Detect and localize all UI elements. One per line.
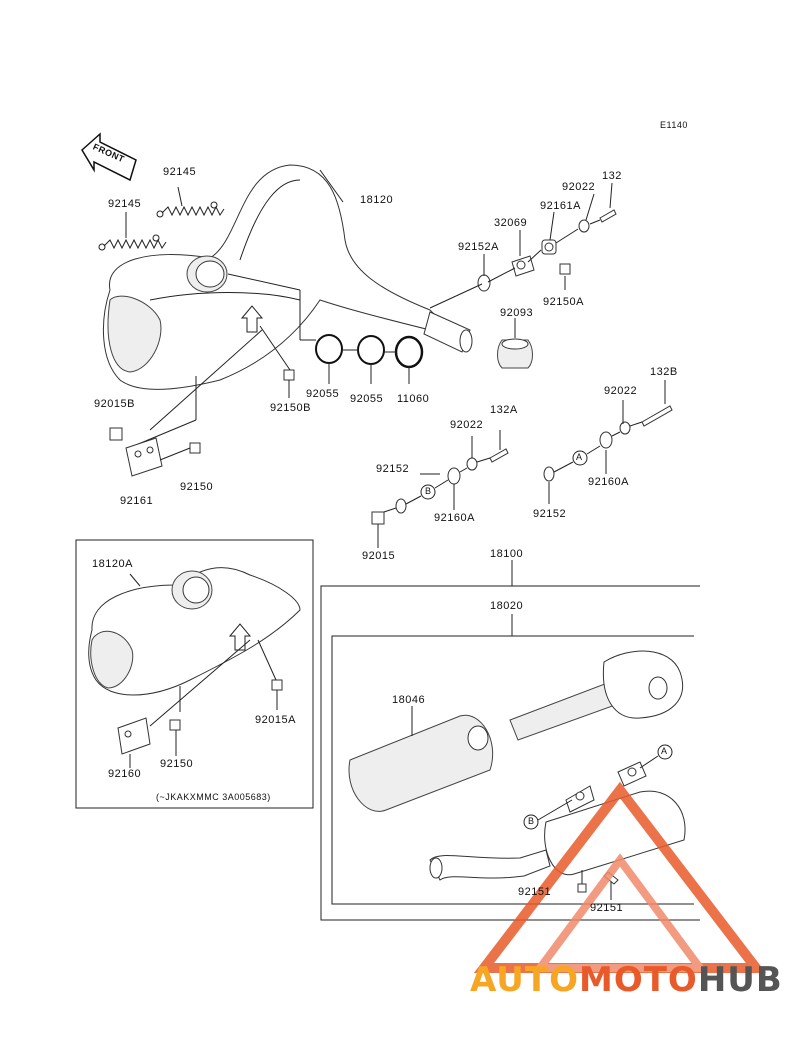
spring-92145-top bbox=[156, 201, 225, 218]
leader-lines-main bbox=[125, 169, 613, 384]
part-11060: 11060 bbox=[397, 393, 430, 405]
lower-bracket-92161 bbox=[109, 325, 295, 477]
part-92152A: 92152A bbox=[458, 241, 499, 253]
watermark-auto: AUTO bbox=[470, 960, 579, 1000]
silencer-body bbox=[429, 744, 686, 900]
part-92015A: 92015A bbox=[255, 714, 296, 726]
part-92093: 92093 bbox=[500, 307, 534, 319]
part-92151-a: 92151 bbox=[518, 886, 552, 898]
part-132: 132 bbox=[602, 170, 622, 182]
part-92152-mid: 92152 bbox=[376, 463, 410, 475]
part-92150-inset: 92150 bbox=[160, 758, 194, 770]
seal-92093 bbox=[497, 338, 533, 369]
part-92161: 92161 bbox=[120, 495, 154, 507]
muffler-box-18020 bbox=[331, 614, 694, 905]
circle-a-muffler bbox=[657, 744, 673, 760]
part-92055-a: 92055 bbox=[306, 388, 340, 400]
part-18020: 18020 bbox=[490, 600, 524, 612]
part-18120A: 18120A bbox=[92, 558, 133, 570]
part-92145-left: 92145 bbox=[108, 198, 142, 210]
part-92151-b: 92151 bbox=[590, 902, 624, 914]
inset-box-early-model bbox=[75, 539, 314, 809]
fastener-set-a bbox=[543, 380, 673, 504]
part-18100: 18100 bbox=[490, 548, 524, 560]
circle-a-marker bbox=[572, 450, 588, 466]
circle-a-label-fastener: A bbox=[576, 452, 583, 462]
part-92150A: 92150A bbox=[543, 296, 584, 308]
part-92160: 92160 bbox=[108, 768, 142, 780]
gasket-11060 bbox=[394, 335, 424, 369]
part-92015: 92015 bbox=[362, 550, 396, 562]
front-arrow bbox=[81, 132, 137, 182]
fastener-set-b bbox=[371, 430, 509, 548]
circle-b-muffler bbox=[523, 814, 539, 830]
part-92055-b: 92055 bbox=[350, 393, 384, 405]
oring-92055-b bbox=[357, 335, 385, 365]
circle-b-label-muffler: B bbox=[528, 816, 535, 826]
muffler-box-18100 bbox=[320, 560, 700, 921]
part-92022-right: 92022 bbox=[604, 385, 638, 397]
silencer-packing-18046 bbox=[348, 706, 494, 812]
inset-note: (~JKAKXMMC 3A005683) bbox=[156, 792, 271, 802]
part-18046: 18046 bbox=[392, 694, 426, 706]
upper-bracket-hardware bbox=[429, 209, 617, 309]
part-92152-right: 92152 bbox=[533, 508, 567, 520]
part-92150-main: 92150 bbox=[180, 481, 214, 493]
watermark-hub: HUB bbox=[697, 960, 783, 1000]
part-92022-top: 92022 bbox=[562, 181, 596, 193]
expansion-chamber-18120 bbox=[102, 164, 473, 390]
watermark-logo: AUTOMOTOHUB bbox=[470, 960, 783, 1000]
watermark-moto: MOTO bbox=[578, 960, 698, 1000]
part-92160A-mid: 92160A bbox=[434, 512, 475, 524]
circle-b-marker bbox=[420, 484, 436, 500]
part-132A: 132A bbox=[490, 404, 518, 416]
part-92150B: 92150B bbox=[270, 402, 311, 414]
circle-b-label-fastener: B bbox=[425, 486, 432, 496]
part-92145-top: 92145 bbox=[163, 166, 197, 178]
part-132B: 132B bbox=[650, 366, 678, 378]
part-92015B: 92015B bbox=[94, 398, 135, 410]
part-92022-mid: 92022 bbox=[450, 419, 484, 431]
part-92160A-right: 92160A bbox=[588, 476, 629, 488]
spring-92145-left bbox=[98, 234, 167, 251]
watermark-logo-triangle bbox=[473, 781, 767, 973]
part-32069: 32069 bbox=[494, 217, 528, 229]
oring-92055-a bbox=[315, 334, 343, 364]
silencer-core-pipe bbox=[509, 650, 684, 741]
diagram-code: E1140 bbox=[660, 120, 688, 130]
circle-a-label-muffler: A bbox=[661, 746, 668, 756]
part-92161A: 92161A bbox=[540, 200, 581, 212]
part-18120: 18120 bbox=[360, 194, 394, 206]
